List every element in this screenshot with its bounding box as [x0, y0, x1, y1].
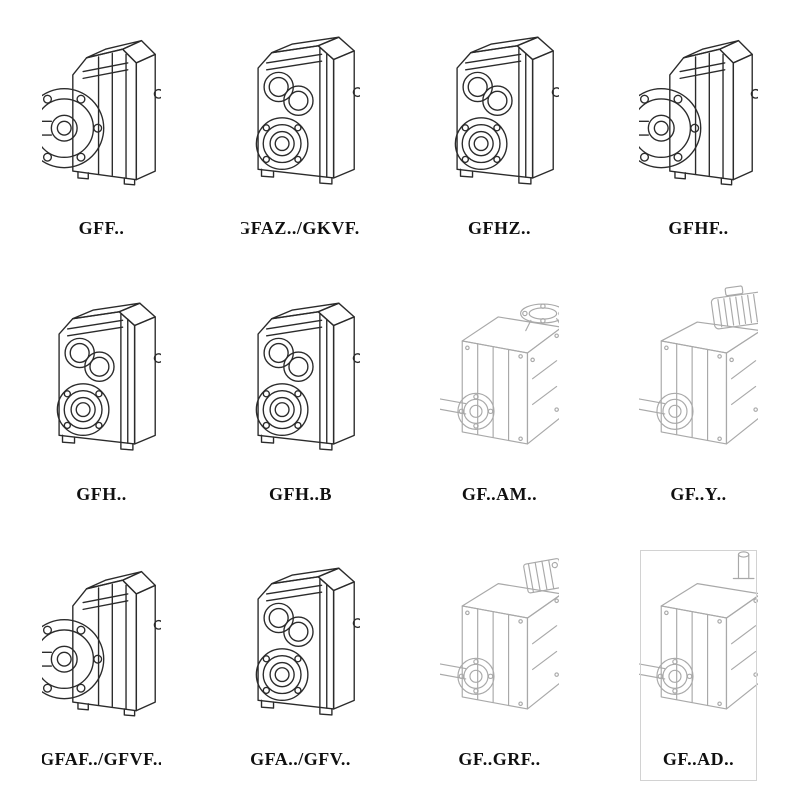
- gearbox-flange-drawing: [42, 549, 161, 745]
- gearbox-flange-drawing: [42, 18, 161, 214]
- catalog-item: GF..AD..: [639, 549, 758, 782]
- catalog-item: GFH..: [42, 283, 161, 516]
- catalog-item: GFH..B: [241, 283, 360, 516]
- model-label: GFAF../GFVF..: [42, 749, 161, 769]
- gearbox-input-shaft-drawing: [639, 549, 758, 745]
- catalog-item: GFHZ..: [440, 18, 559, 251]
- model-label: GFHF..: [668, 218, 729, 239]
- gearbox-bores-drawing: [241, 549, 360, 745]
- catalog-item: GFAF../GFVF..: [42, 549, 161, 782]
- model-label: GF..AD..: [662, 749, 735, 769]
- model-label: GF..Y..: [670, 483, 727, 504]
- gearbox-bores-drawing: [241, 283, 360, 479]
- model-label: GFHZ..: [467, 218, 531, 239]
- model-label: GFH..B: [268, 483, 332, 504]
- catalog-item: GFAZ../GKVF..: [241, 18, 360, 251]
- gearbox-bores-drawing: [42, 283, 161, 479]
- model-label: GFH..: [76, 483, 127, 504]
- catalog-item: GF..GRF..: [440, 549, 559, 782]
- catalog-item: GFF..: [42, 18, 161, 251]
- gearbox-bores-drawing: [241, 18, 360, 214]
- gearbox-motor-drawing: [639, 283, 758, 479]
- gearbox-flange-drawing: [639, 18, 758, 214]
- catalog-item: GF..AM..: [440, 283, 559, 516]
- catalog-item: GFA../GFV..: [241, 549, 360, 782]
- catalog-item: GF..Y..: [639, 283, 758, 516]
- model-label: GF..AM..: [461, 483, 538, 504]
- model-label: GF..GRF..: [458, 749, 541, 769]
- gearbox-adapter-flange-drawing: [440, 283, 559, 479]
- model-label: GFAZ../GKVF..: [241, 218, 360, 239]
- model-label: GFF..: [78, 218, 125, 239]
- gearbox-bores-drawing: [440, 18, 559, 214]
- model-label: GFA../GFV..: [250, 749, 351, 769]
- catalog-item: GFHF..: [639, 18, 758, 251]
- gearbox-adapter-block-drawing: [440, 549, 559, 745]
